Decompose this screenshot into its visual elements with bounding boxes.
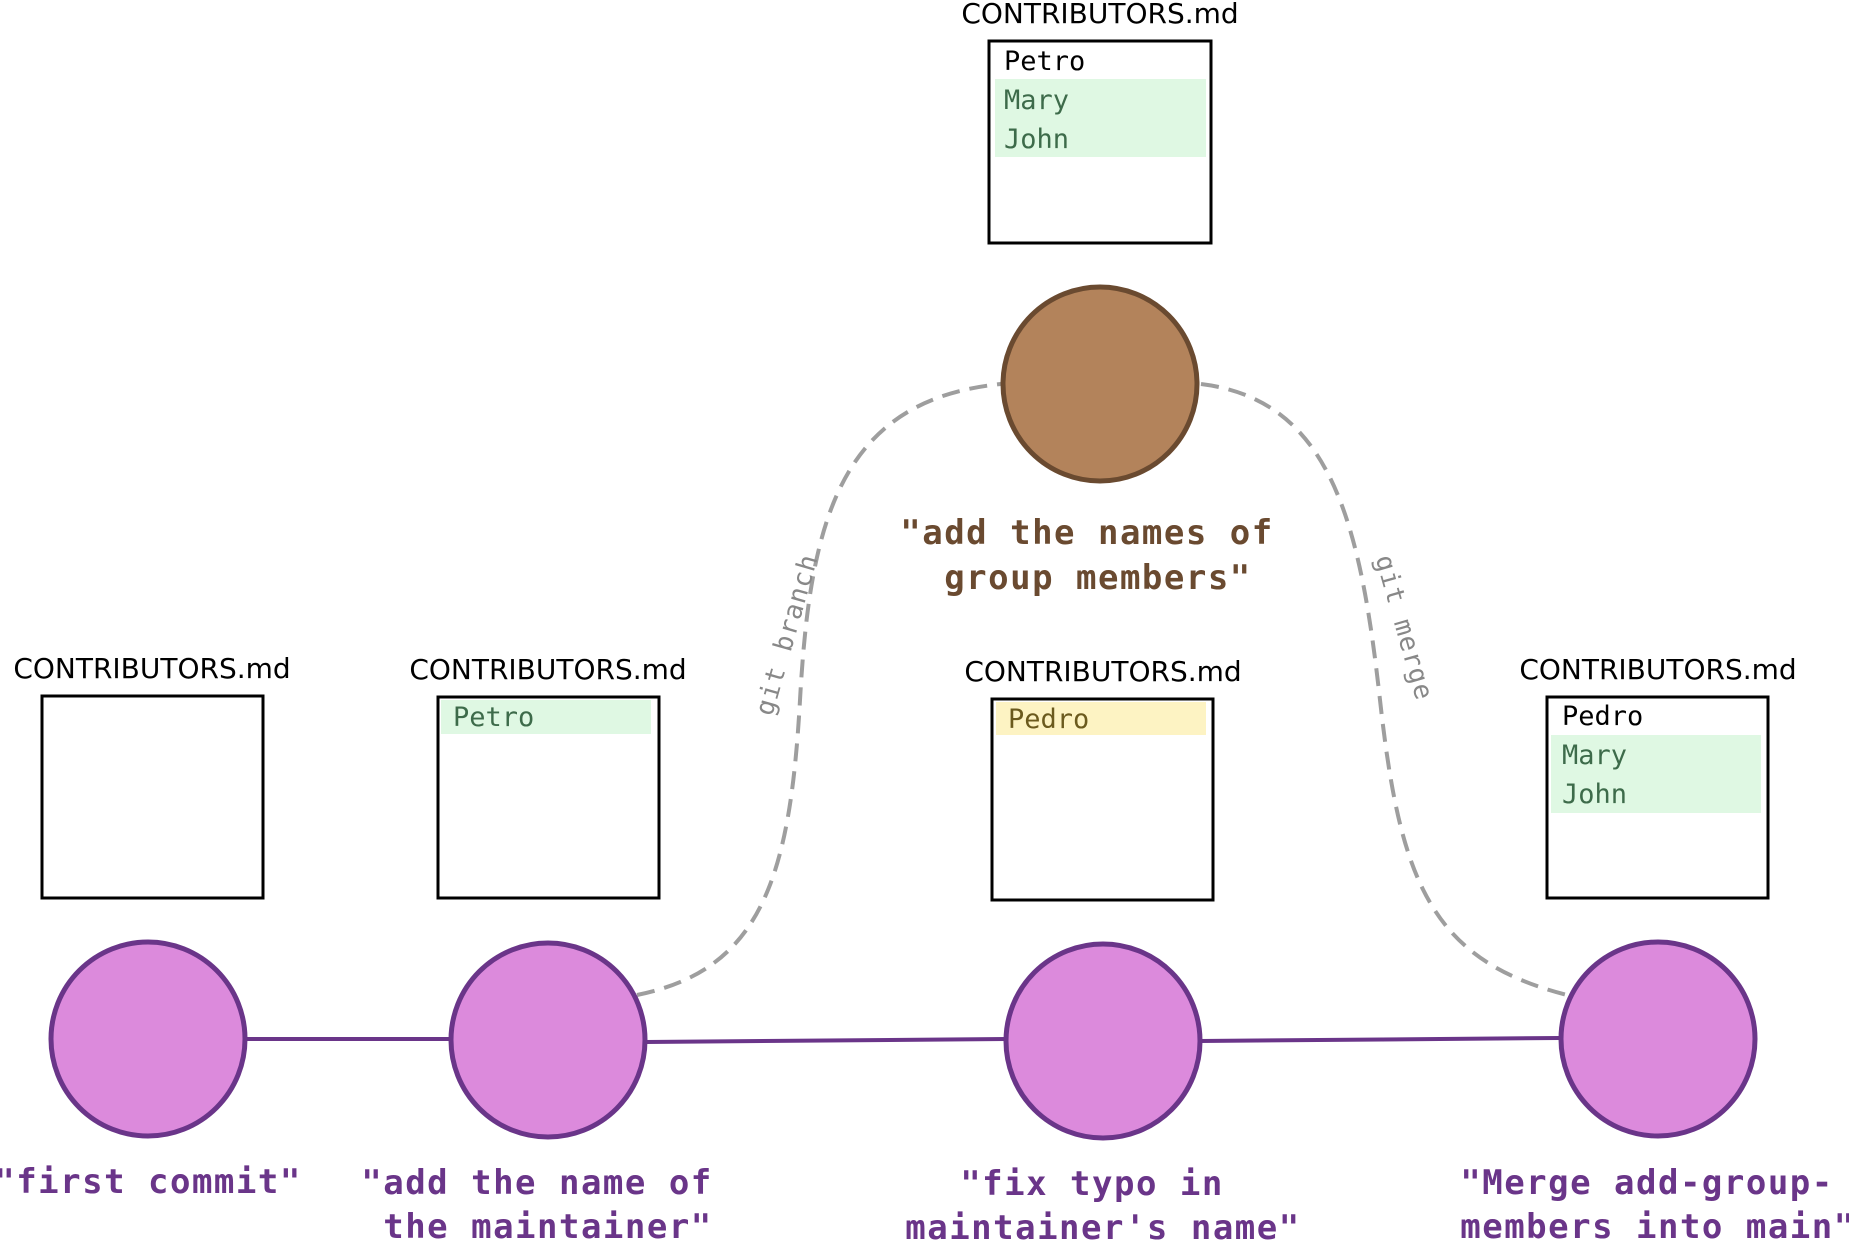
- commit-node[interactable]: [1558, 939, 1758, 1139]
- commit-node[interactable]: [1003, 941, 1203, 1141]
- commit-c1[interactable]: CONTRIBUTORS.md "first commit": [0, 652, 302, 1202]
- main-branch-edges: [245, 1036, 1561, 1044]
- file-line: John: [1004, 124, 1069, 155]
- commit-c5[interactable]: CONTRIBUTORS.md Pedro Mary John "Merge a…: [1460, 653, 1849, 1241]
- file-line: Pedro: [1008, 704, 1089, 735]
- edge-c2-c4: [645, 1037, 1007, 1044]
- file-line: John: [1562, 779, 1627, 810]
- file-title: CONTRIBUTORS.md: [1519, 653, 1796, 686]
- file-line: Petro: [453, 702, 534, 733]
- file-title: CONTRIBUTORS.md: [13, 652, 290, 685]
- commit-c2[interactable]: CONTRIBUTORS.md Petro "add the name of t…: [361, 653, 735, 1241]
- file-line: Mary: [1004, 85, 1069, 116]
- commit-c4[interactable]: CONTRIBUTORS.md Pedro "fix typo in maint…: [905, 655, 1300, 1241]
- commit-node[interactable]: [1000, 284, 1200, 484]
- commit-node[interactable]: [48, 939, 248, 1139]
- commit-message: "fix typo in maintainer's name": [905, 1164, 1300, 1241]
- commit-message: "add the names of group members": [900, 513, 1295, 598]
- commit-message: "add the name of the maintainer": [361, 1163, 735, 1241]
- line-highlight-added: [1551, 735, 1761, 813]
- file-title: CONTRIBUTORS.md: [409, 653, 686, 686]
- file-title: CONTRIBUTORS.md: [964, 655, 1241, 688]
- file-line: Pedro: [1562, 701, 1643, 732]
- commit-c3[interactable]: CONTRIBUTORS.md Petro Mary John "add the…: [900, 0, 1295, 598]
- line-highlight-added: [995, 79, 1206, 157]
- file-line: Mary: [1562, 740, 1627, 771]
- edge-label-git-branch: git branch: [750, 551, 825, 719]
- edge-c4-c5: [1199, 1036, 1561, 1043]
- file-line: Petro: [1004, 46, 1085, 77]
- file-box: [40, 694, 265, 900]
- edge-git-branch: [636, 382, 1002, 997]
- commit-message: "Merge add-group- members into main": [1460, 1163, 1849, 1241]
- edge-git-merge: [1200, 382, 1568, 997]
- commit-node[interactable]: [448, 940, 648, 1140]
- commit-message: "first commit": [0, 1162, 302, 1202]
- file-title: CONTRIBUTORS.md: [961, 0, 1238, 30]
- line-highlight-changed: [996, 702, 1206, 735]
- line-highlight-added: [441, 700, 651, 734]
